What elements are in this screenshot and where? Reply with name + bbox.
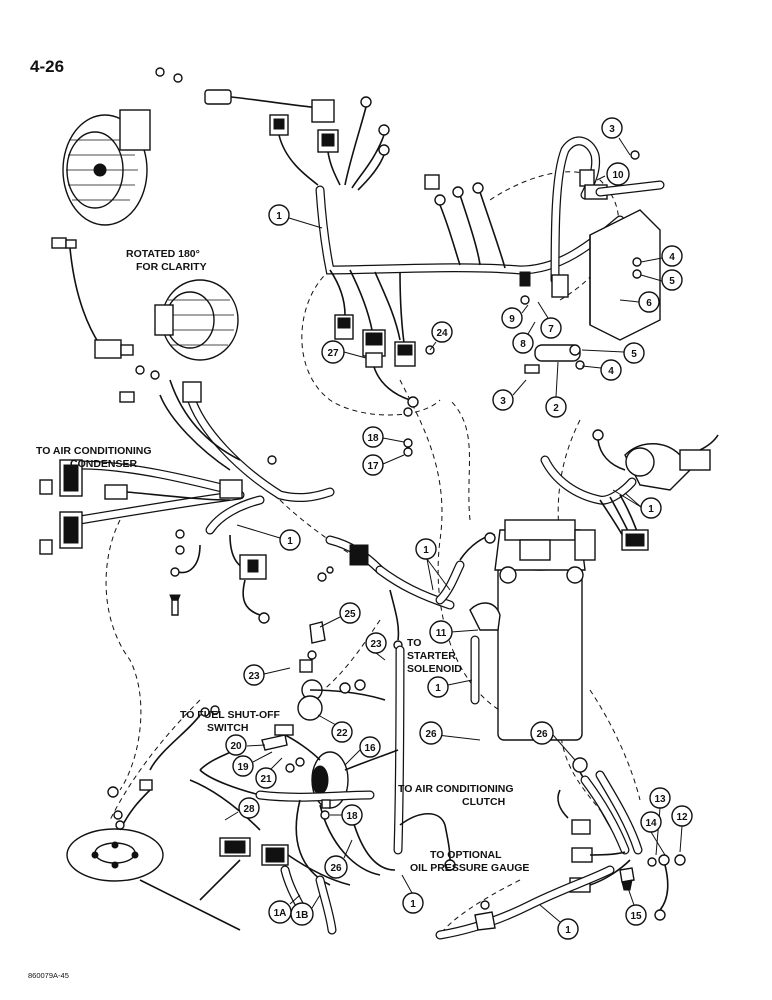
note-fuel-switch-line1: TO FUEL SHUT-OFF — [180, 709, 281, 721]
callout-7: 7 — [548, 324, 554, 335]
alternator-rotated — [51, 109, 151, 249]
callout-5-upper: 5 — [669, 276, 675, 287]
note-rotated-line1: ROTATED 180° — [126, 248, 200, 260]
callouts: 1 3 10 4 5 6 9 7 8 2 — [224, 117, 693, 940]
left-harness — [39, 379, 335, 624]
callout-11: 11 — [436, 628, 447, 639]
callout-17: 17 — [367, 461, 379, 472]
note-ac-condenser-line1: TO AIR CONDITIONING — [36, 445, 152, 457]
callout-1-top: 1 — [276, 211, 282, 222]
callout-1a: 1A — [274, 908, 287, 919]
clamp-part-2 — [524, 344, 585, 374]
upper-right-bracket — [519, 136, 665, 341]
callout-18-lower: 18 — [346, 811, 358, 822]
main-top-harness — [315, 174, 625, 351]
callout-15: 15 — [630, 911, 642, 922]
callout-21: 21 — [260, 774, 272, 785]
alternator-lower — [69, 247, 239, 403]
callout-24: 24 — [436, 328, 448, 339]
callout-23-right: 23 — [370, 639, 382, 650]
callout-26-right: 26 — [536, 729, 548, 740]
callout-27: 27 — [327, 348, 339, 359]
note-oil-gauge-line1: TO OPTIONAL — [430, 849, 502, 861]
callout-9: 9 — [509, 314, 515, 325]
callout-22: 22 — [336, 728, 348, 739]
callout-18-upper: 18 — [367, 433, 379, 444]
oil-pressure-wire — [399, 812, 456, 871]
ac-compressor-connector — [540, 429, 719, 551]
callout-2: 2 — [553, 403, 559, 414]
callout-13: 13 — [654, 794, 666, 805]
lower-left-connectors — [189, 749, 396, 935]
note-starter-line1: TO — [407, 637, 421, 649]
callout-10: 10 — [612, 170, 624, 181]
note-fuel-switch-line2: SWITCH — [207, 722, 248, 734]
page-number: 4-26 — [30, 57, 64, 76]
callout-1-filter: 1 — [435, 683, 441, 694]
bottom-harness-loop — [435, 865, 615, 940]
callout-25: 25 — [344, 609, 356, 620]
callout-4-upper: 4 — [669, 252, 675, 263]
top-terminal-chain — [155, 67, 335, 123]
callout-4-lower: 4 — [608, 366, 614, 377]
note-rotated-line2: FOR CLARITY — [136, 261, 207, 273]
callout-1-bottom-right: 1 — [565, 925, 571, 936]
callout-14: 14 — [645, 818, 657, 829]
callout-1-left: 1 — [287, 536, 293, 547]
callout-1-center: 1 — [423, 545, 429, 556]
callout-26-lower: 26 — [330, 863, 342, 874]
callout-28: 28 — [243, 804, 255, 815]
callout-5-lower: 5 — [631, 349, 637, 360]
callout-6: 6 — [646, 298, 652, 309]
callout-23-left: 23 — [248, 671, 260, 682]
callout-8: 8 — [520, 339, 526, 350]
top-harness-connectors — [269, 96, 390, 191]
center-tube — [393, 560, 501, 855]
callout-1-bottom: 1 — [410, 899, 416, 910]
note-starter-line3: SOLENOID — [407, 663, 462, 675]
callout-26-center: 26 — [425, 729, 437, 740]
figure-code: 860079A-45 — [28, 971, 69, 980]
note-ac-clutch-line1: TO AIR CONDITIONING — [398, 783, 514, 795]
harness-plugs — [334, 314, 435, 457]
fuel-shutoff-relay — [199, 621, 399, 809]
labels: ROTATED 180° FOR CLARITY TO AIR CONDITIO… — [28, 248, 529, 980]
callout-12: 12 — [676, 812, 688, 823]
flywheel-sensor — [66, 705, 241, 931]
note-ac-clutch-line2: CLUTCH — [462, 796, 505, 808]
callout-20: 20 — [230, 741, 242, 752]
callout-16: 16 — [364, 743, 376, 754]
right-lower-sensors — [557, 757, 686, 921]
note-starter-line2: STARTER — [407, 650, 456, 662]
callout-3-lower: 3 — [500, 396, 506, 407]
callout-1-right: 1 — [648, 504, 654, 515]
note-ac-condenser-line2: CONDENSER — [70, 458, 138, 470]
callout-19: 19 — [237, 762, 249, 773]
oil-filter-assembly — [459, 519, 596, 741]
callout-3-top: 3 — [609, 124, 615, 135]
note-oil-gauge-line2: OIL PRESSURE GAUGE — [410, 862, 529, 874]
callout-1b: 1B — [296, 910, 309, 921]
